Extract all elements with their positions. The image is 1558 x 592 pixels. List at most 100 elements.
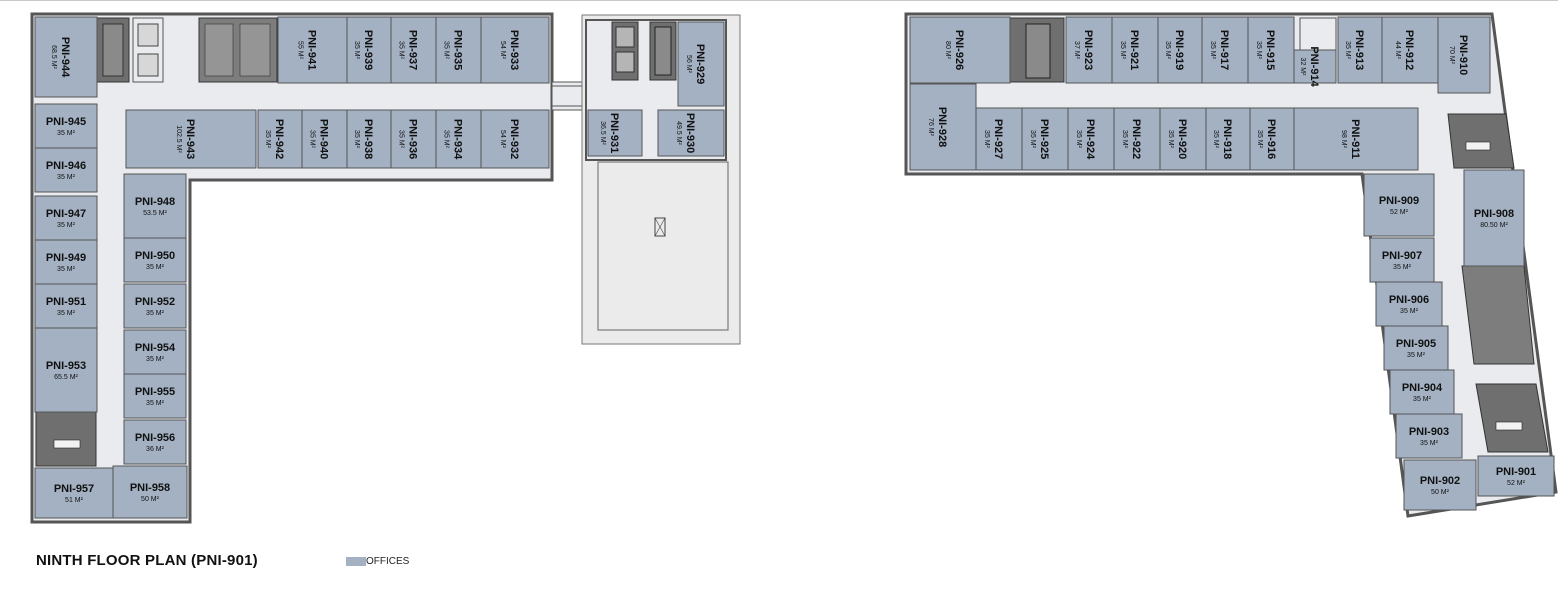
room-label: PNI-940	[318, 119, 330, 159]
room-fill	[1383, 325, 1449, 371]
room-fill	[587, 109, 643, 157]
room-fill	[257, 109, 303, 169]
room-area: 36 M²	[146, 446, 165, 453]
room-area: 35 M²	[1119, 41, 1126, 60]
room-label: PNI-934	[452, 119, 464, 160]
room-area: 35 M²	[57, 222, 76, 229]
room-area: 68.5 M²	[50, 45, 57, 69]
room-label: PNI-928	[936, 107, 948, 147]
room-label: PNI-903	[1409, 426, 1449, 438]
stair-icon	[102, 23, 124, 77]
room-label: PNI-946	[46, 160, 86, 172]
room-area: 32 M²	[1299, 58, 1306, 77]
room-area: 35 M²	[146, 310, 165, 317]
room-label: PNI-906	[1389, 294, 1429, 306]
room-fill	[1389, 369, 1455, 415]
stair-icon	[1025, 23, 1051, 79]
room-fill	[1403, 459, 1477, 511]
shaft	[1299, 17, 1337, 51]
room-area: 80.50 M²	[1480, 222, 1508, 229]
room-label: PNI-916	[1265, 119, 1277, 159]
room-fill	[123, 283, 187, 329]
room-area: 56 M²	[685, 55, 692, 74]
room-fill	[1293, 49, 1337, 84]
room-area: 35 M²	[983, 130, 990, 149]
room-area: 35 M²	[353, 130, 360, 149]
room-area: 35 M²	[353, 41, 360, 60]
room-area: 35 M²	[146, 264, 165, 271]
room-area: 35 M²	[398, 41, 405, 60]
room-area: 65.5 M²	[54, 374, 78, 381]
room-fill	[34, 195, 98, 241]
room-label: PNI-931	[608, 113, 620, 153]
room-label: PNI-936	[407, 119, 419, 159]
room-fill	[1477, 455, 1555, 497]
room-label: PNI-913	[1353, 30, 1365, 70]
room-fill	[1337, 16, 1383, 84]
room-area: 50 M²	[1431, 489, 1450, 496]
room-area: 35 M²	[1164, 41, 1171, 60]
elevator-icon	[137, 23, 159, 47]
room-pni-953: PNI-953 65.5 M²	[34, 327, 98, 413]
room-label: PNI-904	[1402, 382, 1443, 394]
room-label: PNI-943	[184, 119, 196, 159]
room-fill	[123, 419, 187, 465]
elevator-icon	[615, 51, 635, 73]
stair-icon	[1465, 141, 1491, 151]
room-fill	[1363, 173, 1435, 237]
room-fill	[1159, 107, 1207, 171]
room-label: PNI-914	[1308, 46, 1320, 87]
room-fill	[657, 109, 725, 157]
room-fill	[480, 109, 550, 169]
room-label: PNI-951	[46, 296, 86, 308]
room-fill	[677, 21, 725, 107]
room-area: 52 M²	[1390, 209, 1409, 216]
room-area: 35 M²	[1400, 308, 1419, 315]
bridge-corridor	[551, 81, 587, 111]
elevator-icon	[137, 53, 159, 77]
room-label: PNI-907	[1382, 250, 1422, 262]
stair-core	[35, 411, 97, 467]
room-label: PNI-941	[306, 30, 318, 70]
room-fill	[34, 327, 98, 413]
room-label: PNI-957	[54, 483, 94, 495]
room-area: 35 M²	[57, 130, 76, 137]
room-area: 35 M²	[1075, 130, 1082, 149]
room-label: PNI-923	[1082, 30, 1094, 70]
room-fill	[390, 109, 437, 169]
room-label: PNI-953	[46, 360, 86, 372]
room-label: PNI-948	[135, 196, 175, 208]
bridge	[551, 81, 587, 111]
